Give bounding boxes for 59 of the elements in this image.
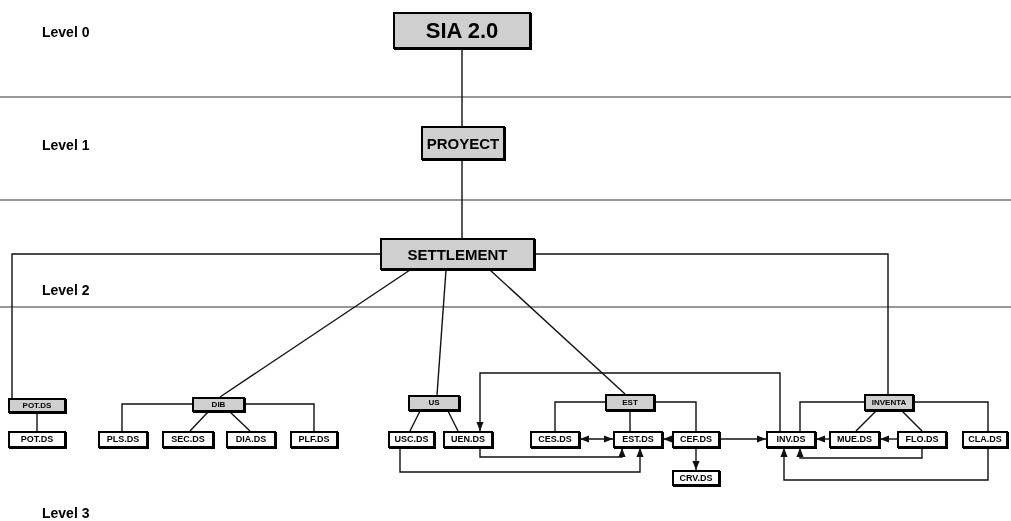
arrow <box>796 447 923 459</box>
level-label: Level 2 <box>42 281 90 300</box>
file-box: FLO.DS <box>897 431 947 448</box>
connector-line <box>189 411 209 432</box>
file-box: PLF.DS <box>290 431 338 448</box>
file-box: MUE.DS <box>829 431 880 448</box>
file-box: DIA.DS <box>226 431 276 448</box>
module-box: SIA 2.0 <box>393 12 531 49</box>
file-box: UEN.DS <box>443 431 493 448</box>
arrow <box>399 447 644 473</box>
arrow <box>479 447 626 458</box>
connector-line <box>799 401 865 432</box>
level-label: Level 0 <box>42 23 90 42</box>
connector-line <box>36 412 38 432</box>
module-box: POT.DS <box>8 398 66 413</box>
arrow <box>579 435 614 443</box>
connector-line <box>11 253 381 399</box>
arrow <box>780 447 989 481</box>
connector-line <box>244 403 315 432</box>
connector-line <box>219 269 411 398</box>
connector-line <box>447 410 459 432</box>
connector-line <box>913 401 989 432</box>
file-box: POT.DS <box>8 431 66 448</box>
connector-line <box>461 159 463 239</box>
module-box: US <box>408 395 460 411</box>
module-box: DIB <box>192 397 245 412</box>
connector-line <box>229 411 251 432</box>
connector-line <box>629 410 631 432</box>
arrow <box>719 435 767 443</box>
module-box: EST <box>605 394 655 411</box>
connector-line <box>489 269 626 395</box>
file-box: CRV.DS <box>672 470 720 486</box>
file-box: PLS.DS <box>98 431 148 448</box>
connector-line <box>654 401 697 432</box>
arrow <box>692 447 700 471</box>
file-box: SEC.DS <box>162 431 214 448</box>
arrow <box>662 435 673 443</box>
connector-line <box>461 48 463 127</box>
connector-line <box>901 410 923 432</box>
module-box: SETTLEMENT <box>380 238 535 270</box>
connector-line <box>534 253 889 395</box>
file-box: USC.DS <box>388 431 435 448</box>
file-box: CLA.DS <box>962 431 1008 448</box>
file-box: INV.DS <box>766 431 816 448</box>
file-box: EST.DS <box>613 431 663 448</box>
connector-line <box>436 269 447 396</box>
arrow <box>815 435 830 443</box>
level-label: Level 3 <box>42 504 90 521</box>
connector-line <box>855 410 877 432</box>
connector-line <box>409 410 421 432</box>
file-box: CEF.DS <box>672 431 720 448</box>
module-box: INVENTA <box>864 394 914 411</box>
arrow <box>879 435 898 443</box>
module-box: PROYECT <box>421 126 505 160</box>
connector-line <box>121 403 193 432</box>
connector-line <box>554 401 606 432</box>
arrow <box>476 372 781 432</box>
file-box: CES.DS <box>530 431 580 448</box>
level-label: Level 1 <box>42 136 90 155</box>
